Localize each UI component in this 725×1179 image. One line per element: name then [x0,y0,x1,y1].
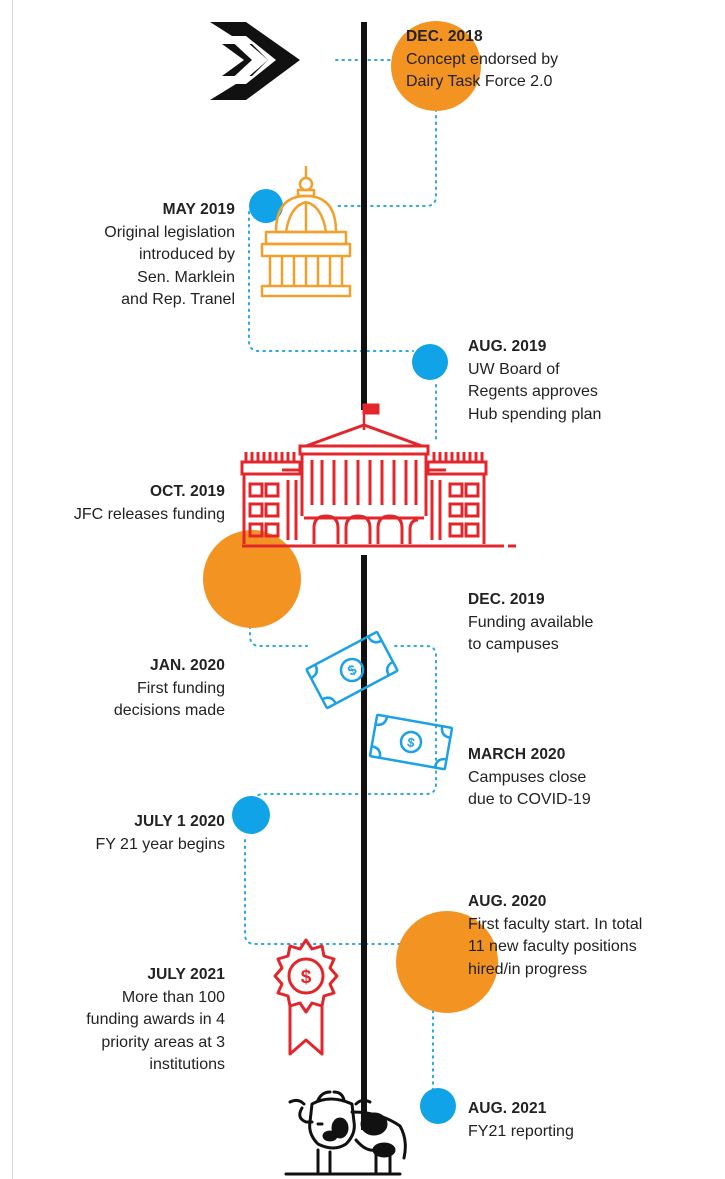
event-description: First faculty start. In total 11 new fac… [468,915,643,978]
event-description: FY21 reporting [468,1122,574,1140]
marker-july2020 [232,796,270,834]
event-title: JAN. 2020 [149,657,225,674]
event-description: Campuses close due to COVID-19 [468,768,591,809]
event-july-1-2020: JULY 1 2020 FY 21 year begins [95,811,225,856]
event-aug-2020: AUG. 2020 First faculty start. In total … [468,891,642,981]
state-building-icon [240,403,516,548]
dollar-bill-icon-2: $ [368,713,454,771]
event-description: FY 21 year begins [95,835,225,853]
event-aug-2021: AUG. 2021 FY21 reporting [468,1098,574,1143]
marker-oct2019 [203,530,301,628]
event-title: AUG. 2020 [468,893,547,910]
dollar-bill-icon-1: $ [305,630,399,710]
marker-aug2021 [420,1088,456,1124]
dotted-connectors [244,59,437,1101]
event-description: More than 100 funding awards in 4 priori… [86,988,225,1074]
event-description: JFC releases funding [73,505,225,523]
cow-icon [284,1090,407,1176]
event-title: AUG. 2021 [468,1100,547,1117]
award-ribbon-icon: $ [273,938,339,1056]
connector-july2020-aug2020 [244,839,434,1101]
svg-text:$: $ [301,967,312,988]
marker-dec2018 [391,21,481,111]
event-title: AUG. 2019 [468,338,547,355]
event-jan-2020: JAN. 2020 First funding decisions made [114,655,225,723]
event-dec-2019: DEC. 2019 Funding available to campuses [468,589,593,657]
event-title: MAY 2019 [162,201,235,218]
event-title: OCT. 2019 [150,483,225,500]
event-march-2020: MARCH 2020 Campuses close due to COVID-1… [468,744,591,812]
event-title: DEC. 2018 [406,28,483,45]
event-description: First funding decisions made [113,679,225,720]
event-title: JULY 1 2020 [134,813,225,830]
event-title: MARCH 2020 [468,746,566,763]
event-may-2019: MAY 2019 Original legislation introduced… [104,199,235,312]
event-july-2021: JULY 2021 More than 100 funding awards i… [86,964,225,1077]
connector-dec2018-may2019 [335,59,437,207]
event-description: Funding available to campuses [468,613,594,654]
capitol-dome-icon [260,166,352,298]
event-oct-2019: OCT. 2019 JFC releases funding [74,481,225,526]
svg-text:$: $ [406,734,416,750]
event-aug-2019: AUG. 2019 UW Board of Regents approves H… [468,336,601,426]
connector-dec2019-march2020 [253,645,437,813]
svg-text:$: $ [345,661,360,679]
event-description: Concept endorsed by Dairy Task Force 2.0 [406,50,559,91]
event-description: UW Board of Regents approves Hub spendin… [468,360,602,423]
event-dec-2018: DEC. 2018 Concept endorsed by Dairy Task… [406,26,558,94]
page-border [12,0,13,1179]
marker-may2019 [249,189,283,223]
marker-aug2019 [412,344,448,380]
connector-may2019-aug2019 [248,211,414,352]
arrow-logo-icon [210,22,300,100]
marker-aug2020 [396,911,498,1013]
event-title: DEC. 2019 [468,591,545,608]
event-title: JULY 2021 [147,966,225,983]
event-description: Original legislation introduced by Sen. … [104,223,235,309]
connector-oct2019-dec2019 [249,554,308,647]
